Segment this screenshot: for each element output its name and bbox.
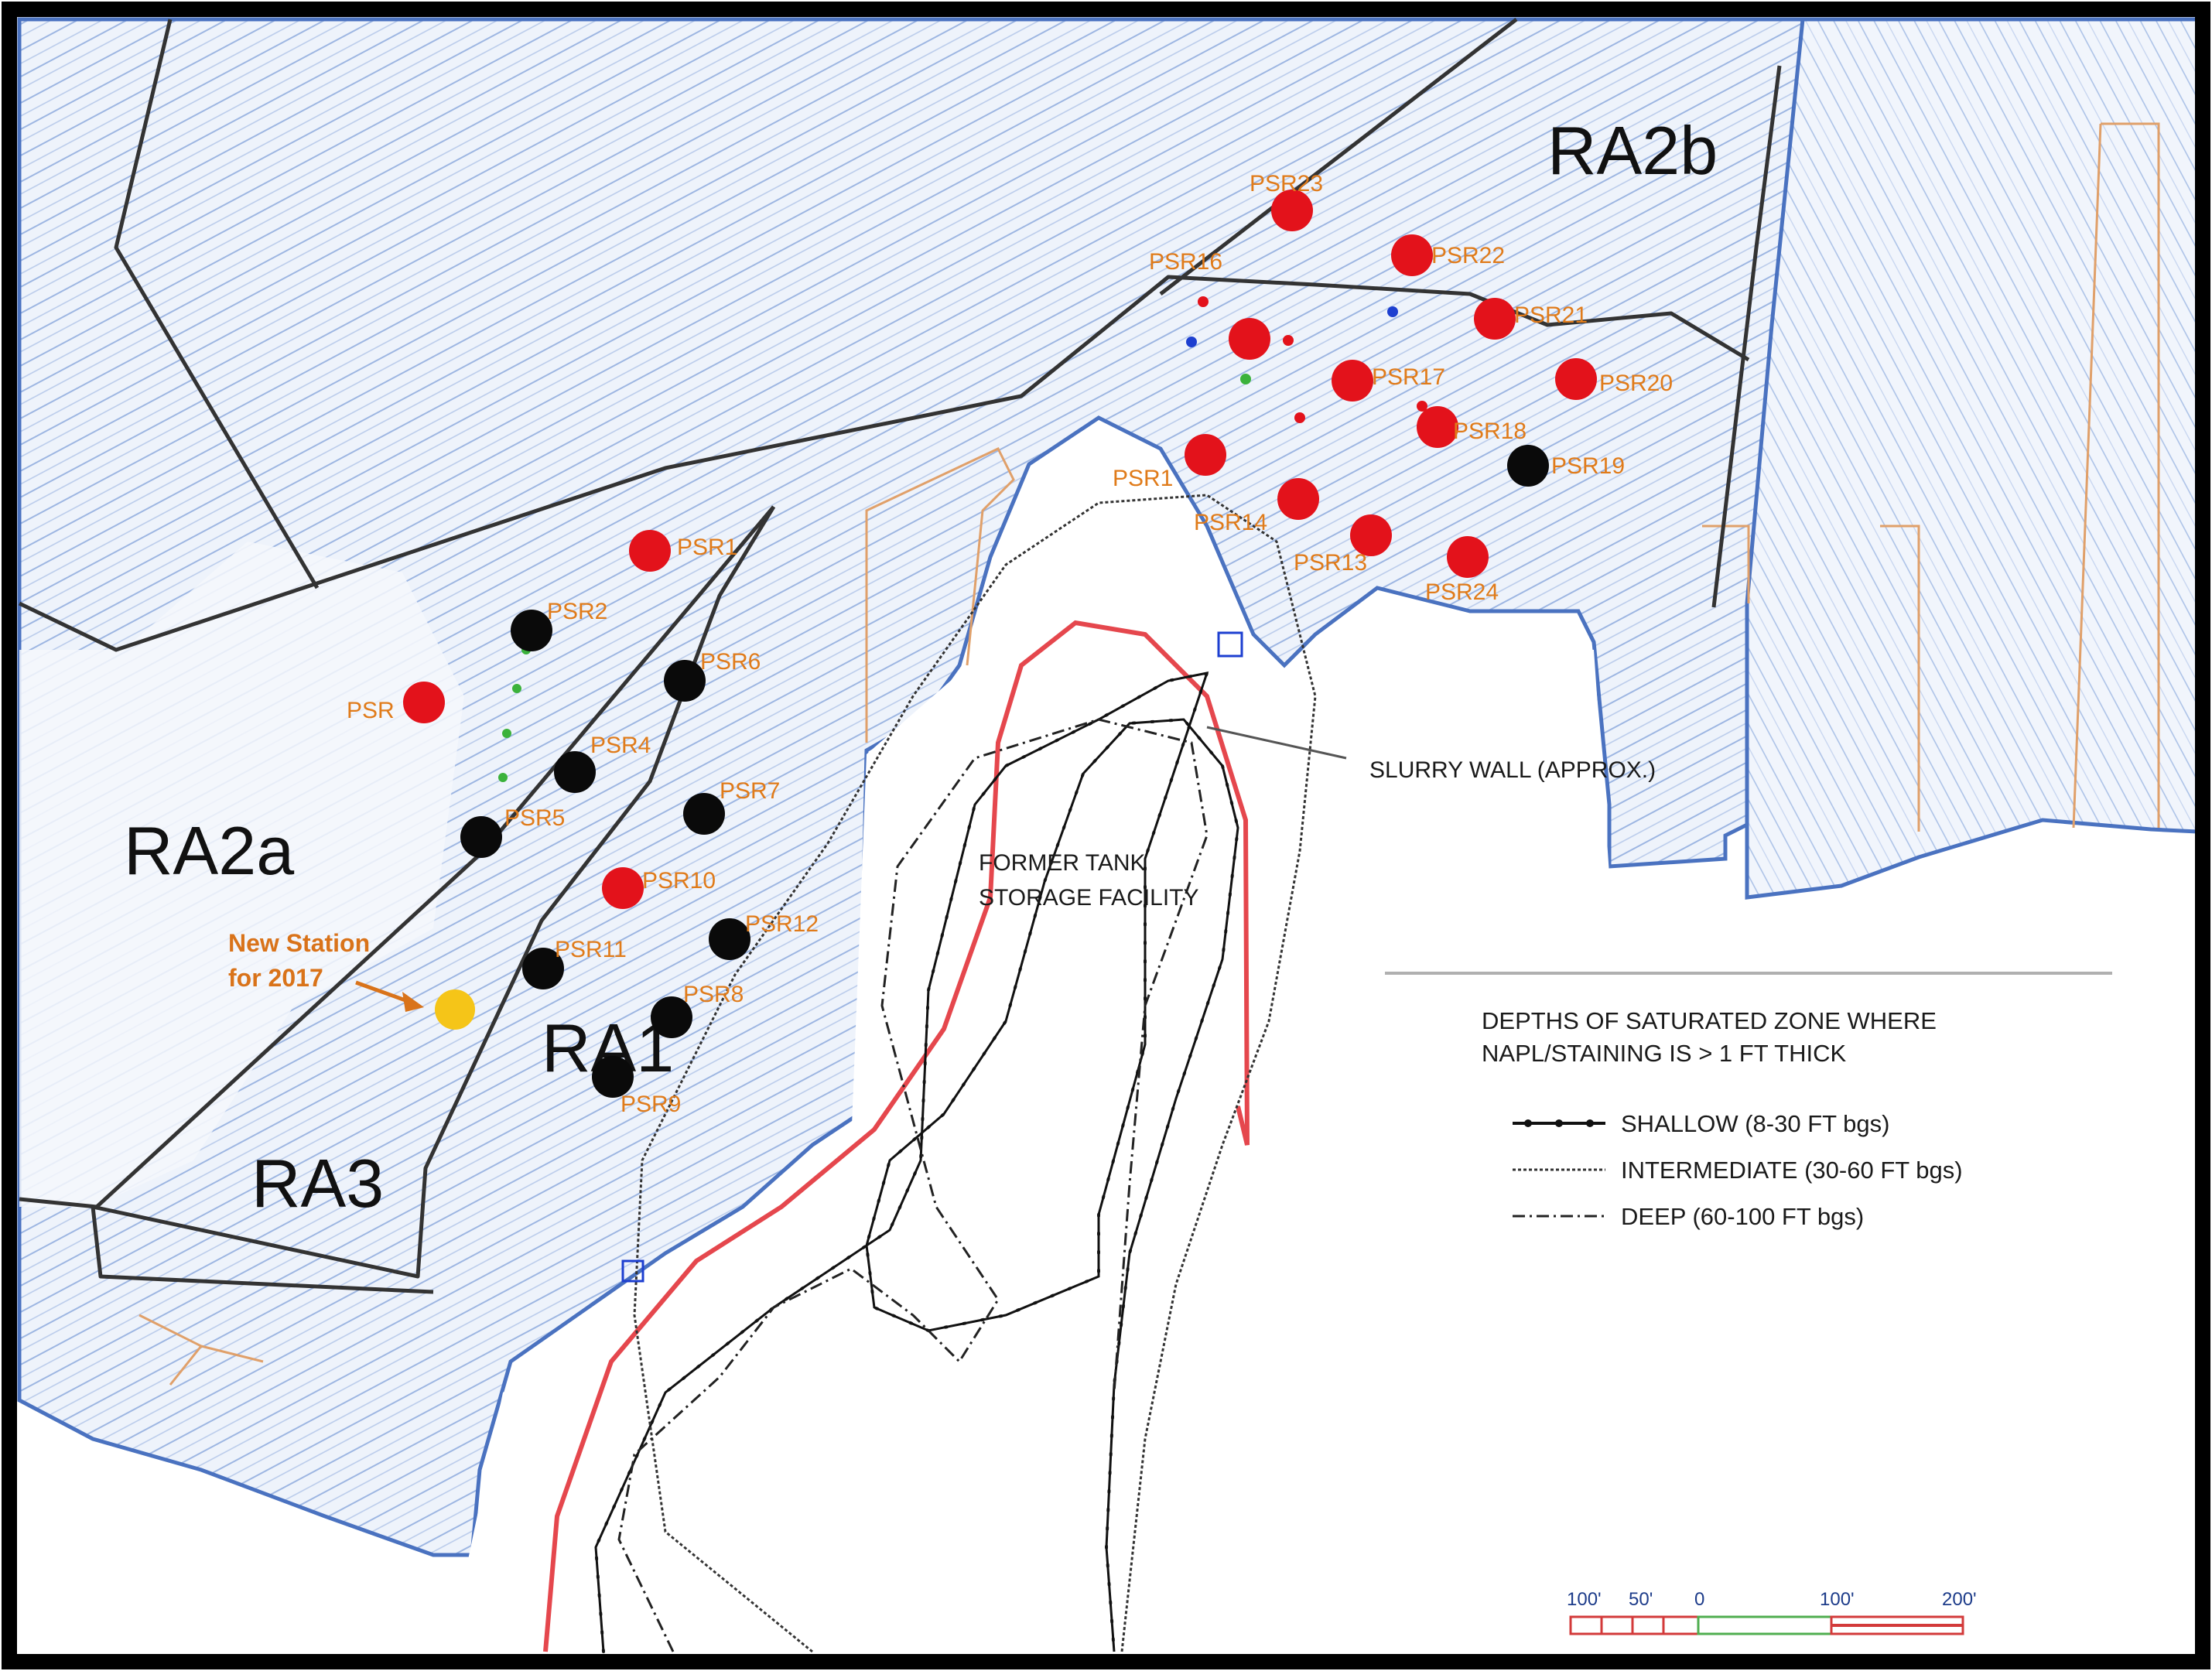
legend-swatch-shallow-tick xyxy=(1524,1119,1532,1127)
property-lines xyxy=(138,122,2160,1386)
new-station-note-line2: for 2017 xyxy=(228,964,323,992)
region-label-ra3: RA3 xyxy=(251,1145,384,1222)
legend-item-shallow: SHALLOW (8-30 FT bgs) xyxy=(1513,1110,1889,1137)
legend-label-shallow: SHALLOW (8-30 FT bgs) xyxy=(1621,1110,1889,1137)
flat-area-ra2a xyxy=(19,542,464,1207)
legend-item-intermediate: INTERMEDIATE (30-60 FT bgs) xyxy=(1513,1157,1963,1184)
station-label-psr5: PSR5 xyxy=(504,805,565,831)
region-label-ra2a: RA2a xyxy=(124,812,294,889)
station-marker-psr16 xyxy=(1229,318,1270,360)
scale-label-0: 0 xyxy=(1694,1589,1704,1610)
station-marker-psr8 xyxy=(651,996,692,1038)
terrain-contours-east xyxy=(1745,17,2200,900)
facility-clearing xyxy=(19,480,2197,1652)
slurry-wall-pointer xyxy=(1206,726,1347,760)
station-marker-psr15 xyxy=(1185,434,1226,476)
legend-label-deep: DEEP (60-100 FT bgs) xyxy=(1621,1203,1864,1230)
legend-title-line2: NAPL/STAINING IS > 1 FT THICK xyxy=(1482,1040,1846,1067)
station-marker-psr20 xyxy=(1555,358,1597,400)
station-label-psr16: PSR16 xyxy=(1149,249,1222,275)
station-label-psr7: PSR7 xyxy=(720,778,780,804)
station-marker-psr7 xyxy=(683,793,725,835)
station-marker-psr22 xyxy=(1391,234,1433,276)
new-station-note-line1: New Station xyxy=(228,929,370,957)
station-marker-psr5 xyxy=(460,816,502,858)
station-label-psr18: PSR18 xyxy=(1453,419,1527,444)
legend: DEPTHS OF SATURATED ZONE WHERE NAPL/STAI… xyxy=(1385,972,2112,1230)
station-marker-psr13 xyxy=(1350,514,1392,556)
station-label-psr24: PSR24 xyxy=(1425,579,1499,605)
station-label-psr12: PSR12 xyxy=(745,911,819,937)
scale-label-100-right: 100' xyxy=(1820,1589,1855,1610)
station-label-psr17: PSR17 xyxy=(1372,364,1445,390)
station-label-psr23: PSR23 xyxy=(1250,171,1323,196)
station-label-psr3: PSR xyxy=(347,698,395,723)
facility-label-line2: STORAGE FACILITY xyxy=(979,885,1199,911)
scale-label-100-left: 100' xyxy=(1567,1589,1602,1610)
station-label-psr2: PSR2 xyxy=(547,599,607,624)
station-label-psr6: PSR6 xyxy=(700,649,761,675)
station-label-psr19: PSR19 xyxy=(1551,453,1625,479)
station-marker-psr10 xyxy=(602,867,644,909)
station-label-psr1: PSR1 xyxy=(677,535,737,560)
slurry-wall-line xyxy=(543,620,1250,1652)
napl-intermediate-contour xyxy=(633,494,1317,1653)
station-marker-psr18 xyxy=(1417,406,1458,448)
new-station-marker xyxy=(435,989,475,1030)
station-marker-psr14 xyxy=(1277,478,1319,520)
station-label-psr22: PSR22 xyxy=(1431,243,1505,268)
legend-swatch-shallow-tick xyxy=(1586,1119,1594,1127)
scale-label-50: 50' xyxy=(1629,1589,1653,1610)
station-label-psr13: PSR13 xyxy=(1294,550,1367,576)
station-marker-psr9 xyxy=(592,1056,634,1098)
scale-label-200: 200' xyxy=(1942,1589,1977,1610)
legend-label-intermediate: INTERMEDIATE (30-60 FT bgs) xyxy=(1621,1157,1963,1184)
new-station-group: New Station for 2017 xyxy=(228,929,475,1030)
station-marker-psr17 xyxy=(1332,360,1373,402)
terrain-contours-main xyxy=(17,17,1805,1557)
station-label-psr14: PSR14 xyxy=(1194,510,1267,535)
legend-swatch-shallow-tick xyxy=(1555,1119,1563,1127)
station-label-psr10: PSR10 xyxy=(642,868,716,894)
station-label-psr20: PSR20 xyxy=(1599,371,1673,396)
facility-label-line1: FORMER TANK xyxy=(979,850,1146,876)
station-marker-psr4 xyxy=(554,751,596,793)
new-station-arrow-head-icon xyxy=(402,992,424,1012)
region-boundaries xyxy=(18,18,1782,1294)
station-label-psr9: PSR9 xyxy=(621,1092,681,1117)
station-marker-psr21 xyxy=(1474,298,1516,340)
station-label-psr8: PSR8 xyxy=(683,982,744,1007)
small-well-markers xyxy=(498,296,1427,1283)
station-marker-psr23 xyxy=(1271,190,1313,231)
region-labels: RA2b RA2a RA1 RA3 xyxy=(124,112,1718,1222)
slurry-wall-label: SLURRY WALL (APPROX.) xyxy=(1369,757,1656,783)
scale-bar: 100' 50' 0 100' 200' xyxy=(1567,1589,1977,1635)
station-marker-psr19 xyxy=(1507,445,1549,487)
scale-segment-middle xyxy=(1697,1615,1833,1635)
station-label-psr21: PSR21 xyxy=(1514,302,1588,328)
region-label-ra2b: RA2b xyxy=(1547,112,1718,189)
station-marker-psr3 xyxy=(403,682,445,723)
napl-shallow-line xyxy=(594,671,1239,1652)
station-marker-psr12 xyxy=(709,918,750,960)
station-label-psr15: PSR1 xyxy=(1113,466,1173,491)
station-marker-psr1 xyxy=(629,530,671,572)
legend-item-deep: DEEP (60-100 FT bgs) xyxy=(1513,1203,1864,1230)
station-marker-psr6 xyxy=(664,660,706,702)
scale-segment-left xyxy=(1569,1615,1700,1635)
station-marker-psr24 xyxy=(1447,536,1489,578)
legend-title-line1: DEPTHS OF SATURATED ZONE WHERE xyxy=(1482,1007,1937,1034)
station-marker-psr2 xyxy=(511,610,552,651)
station-label-psr11: PSR11 xyxy=(555,937,627,962)
station-marker-psr11 xyxy=(522,948,564,989)
station-label-psr4: PSR4 xyxy=(590,733,651,758)
